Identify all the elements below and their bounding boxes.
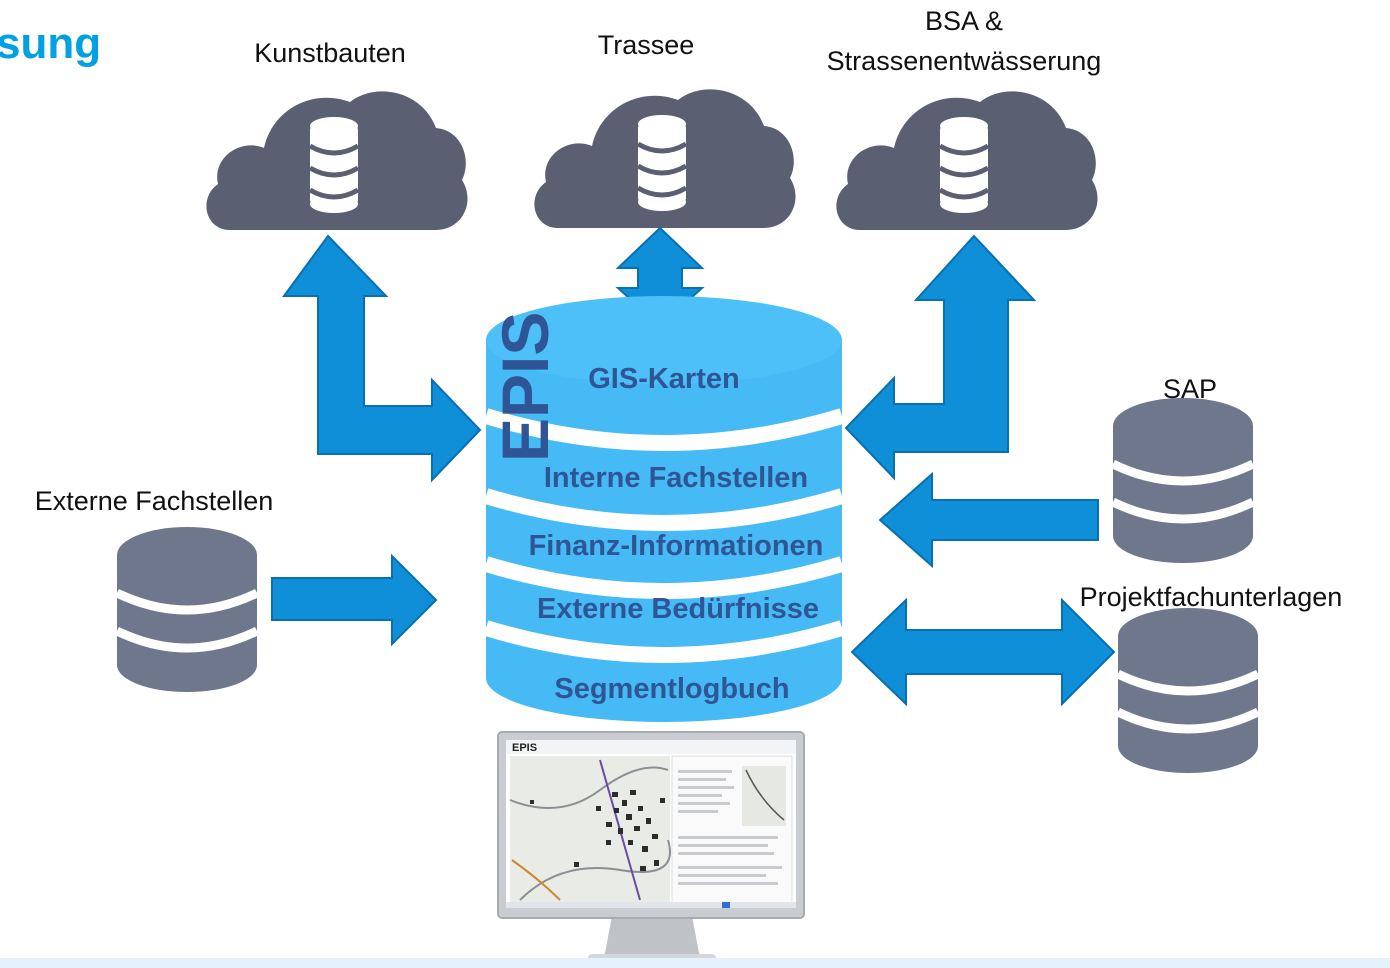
cloud-label-bsa-line2: Strassenentwässerung <box>827 46 1102 76</box>
epis-cylinder <box>483 296 845 722</box>
cloud-label-trassee: Trassee <box>598 30 695 60</box>
layer-interne-fachstellen: Interne Fachstellen <box>544 462 808 494</box>
epis-title: EPIS <box>488 312 562 462</box>
screen-logo: EPIS <box>512 742 537 754</box>
database-label-sap: SAP <box>1163 374 1217 404</box>
arrow-kunstbauten-epis <box>282 234 482 483</box>
database-label-externe: Externe Fachstellen <box>35 486 274 516</box>
layer-gis-karten: GIS-Karten <box>588 363 739 395</box>
database-projektfachunterlagen <box>1118 608 1258 773</box>
monitor: EPIS <box>497 731 805 968</box>
arrow-externe-epis <box>271 553 438 647</box>
cloud-label-bsa-line1: BSA & <box>925 6 1003 36</box>
database-label-projekt: Projektfachunterlagen <box>1080 582 1343 612</box>
arrow-bsa-epis <box>844 234 1037 481</box>
database-sap <box>1113 398 1253 563</box>
layer-segmentlogbuch: Segmentlogbuch <box>554 673 789 705</box>
cloud-bsa <box>836 91 1097 230</box>
cloud-kunstbauten <box>206 91 467 230</box>
bottom-strip <box>0 958 1390 968</box>
arrow-epis-projekt <box>850 597 1116 707</box>
database-externe-fachstellen <box>117 527 257 692</box>
layer-externe-beduerfnisse: Externe Bedürfnisse <box>537 593 819 625</box>
layer-finanz-informationen: Finanz-Informationen <box>529 530 824 562</box>
heading-fragment: sung <box>0 19 101 68</box>
cloud-trassee <box>534 89 795 228</box>
cloud-label-kunstbauten: Kunstbauten <box>254 38 406 68</box>
screen-map <box>510 756 670 904</box>
arrow-sap-epis <box>878 471 1099 569</box>
